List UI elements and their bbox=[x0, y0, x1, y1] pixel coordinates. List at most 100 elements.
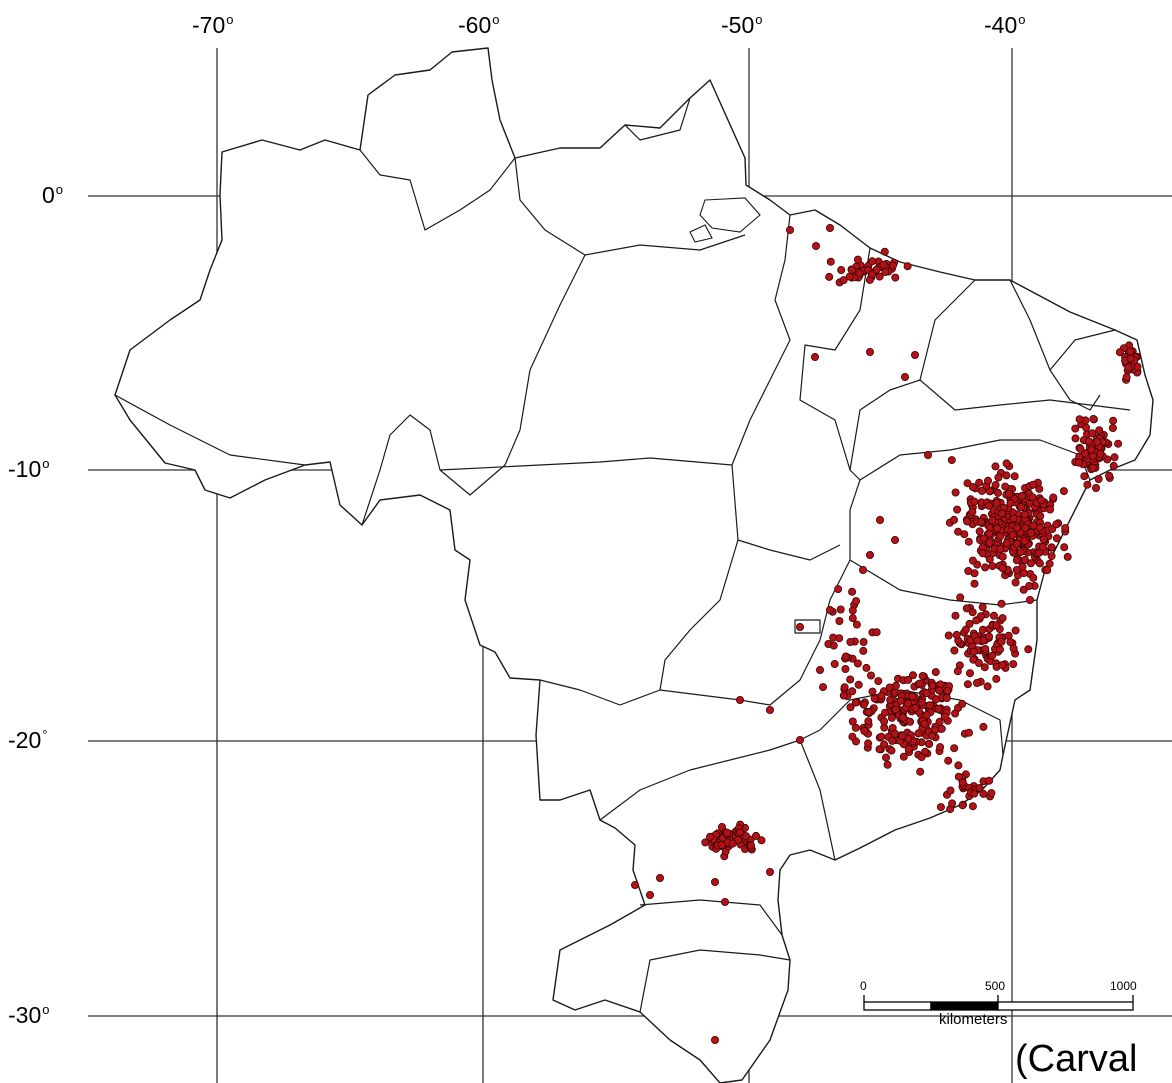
occurrence-point bbox=[829, 641, 838, 650]
occurrence-point bbox=[1124, 363, 1133, 372]
occurrence-point bbox=[1076, 444, 1085, 453]
occurrence-point bbox=[1001, 482, 1010, 491]
occurrence-point bbox=[825, 272, 834, 281]
state-border bbox=[849, 279, 976, 481]
occurrence-point bbox=[958, 778, 967, 787]
occurrence-point bbox=[970, 789, 979, 798]
occurrence-point bbox=[956, 593, 965, 602]
occurrence-point bbox=[1092, 483, 1101, 492]
occurrence-point bbox=[952, 630, 961, 639]
occurrence-point bbox=[925, 739, 934, 748]
occurrence-point bbox=[891, 705, 900, 714]
occurrence-point bbox=[977, 517, 986, 526]
state-border bbox=[659, 214, 791, 691]
occurrence-point bbox=[937, 724, 946, 733]
occurrence-point bbox=[968, 482, 977, 491]
country-outline bbox=[114, 47, 1154, 1083]
occurrence-point bbox=[834, 585, 843, 594]
occurrence-point bbox=[1006, 499, 1015, 508]
occurrence-point bbox=[1024, 645, 1033, 654]
occurrence-point bbox=[1019, 585, 1028, 594]
occurrence-point bbox=[706, 832, 715, 841]
occurrence-point bbox=[975, 527, 984, 536]
occurrence-point bbox=[984, 476, 993, 485]
occurrence-point bbox=[1029, 521, 1038, 530]
occurrence-point bbox=[1012, 556, 1021, 565]
state-border bbox=[539, 679, 661, 706]
occurrence-point bbox=[796, 623, 805, 632]
occurrence-point bbox=[985, 538, 994, 547]
occurrence-point bbox=[839, 276, 848, 285]
occurrence-point bbox=[997, 637, 1006, 646]
occurrence-point bbox=[757, 836, 766, 845]
coastal-islands bbox=[689, 197, 761, 243]
occurrence-point bbox=[887, 713, 896, 722]
occurrence-point bbox=[840, 683, 849, 692]
occurrence-point bbox=[1005, 489, 1014, 498]
state-border bbox=[799, 739, 836, 861]
occurrence-point bbox=[1020, 510, 1029, 519]
occurrence-point bbox=[819, 683, 828, 692]
occurrence-point bbox=[1021, 556, 1030, 565]
occurrence-point bbox=[646, 891, 655, 900]
state-border bbox=[439, 457, 733, 471]
occurrence-point bbox=[994, 488, 1003, 497]
occurrence-point bbox=[904, 744, 913, 753]
occurrence-point bbox=[721, 898, 730, 907]
occurrence-point bbox=[656, 874, 665, 883]
occurrence-point bbox=[906, 717, 915, 726]
occurrence-point bbox=[876, 516, 885, 525]
scale-tick-label-1000: 1000 bbox=[1110, 979, 1137, 993]
occurrence-point bbox=[970, 497, 979, 506]
lon-label-50: -50o bbox=[721, 12, 763, 38]
occurrence-point bbox=[1008, 531, 1017, 540]
occurrence-point bbox=[978, 549, 987, 558]
occurrence-point bbox=[1052, 534, 1061, 543]
occurrence-point bbox=[848, 265, 857, 274]
occurrence-point bbox=[1002, 539, 1011, 548]
occurrence-point bbox=[860, 726, 869, 735]
occurrence-point bbox=[1114, 439, 1123, 448]
occurrence-point bbox=[987, 789, 996, 798]
occurrence-point bbox=[998, 564, 1007, 573]
occurrence-point bbox=[903, 262, 912, 271]
occurrence-point bbox=[917, 753, 926, 762]
occurrence-point bbox=[943, 686, 952, 695]
state-border bbox=[624, 97, 691, 141]
lat-label-30: -30o bbox=[8, 1002, 50, 1028]
state-borders bbox=[114, 97, 1131, 1013]
occurrence-point bbox=[885, 683, 894, 692]
occurrence-point bbox=[836, 605, 845, 614]
occurrence-point bbox=[1017, 502, 1026, 511]
occurrence-point bbox=[904, 699, 913, 708]
occurrence-point bbox=[968, 507, 977, 516]
occurrence-point bbox=[866, 551, 875, 560]
occurrence-point bbox=[992, 674, 1001, 683]
occurrence-point bbox=[891, 536, 900, 545]
occurrence-point bbox=[954, 527, 963, 536]
occurrence-point bbox=[985, 529, 994, 538]
occurrence-point bbox=[936, 803, 945, 812]
occurrence-point bbox=[848, 687, 857, 696]
occurrence-point bbox=[918, 672, 927, 681]
occurrence-point bbox=[883, 760, 892, 769]
occurrence-point bbox=[826, 606, 835, 615]
occurrence-point bbox=[964, 537, 973, 546]
occurrence-point bbox=[962, 604, 971, 613]
occurrence-point bbox=[985, 776, 994, 785]
occurrence-point bbox=[991, 462, 1000, 471]
occurrence-point bbox=[845, 272, 854, 281]
occurrence-point bbox=[1035, 559, 1044, 568]
occurrence-point bbox=[841, 665, 850, 674]
occurrence-point bbox=[1115, 348, 1124, 357]
occurrence-point bbox=[968, 608, 977, 617]
occurrence-point bbox=[1035, 548, 1044, 557]
occurrence-point bbox=[1087, 445, 1096, 454]
scale-bar-segment-1 bbox=[863, 1001, 932, 1011]
occurrence-point bbox=[985, 555, 994, 564]
occurrence-point bbox=[864, 739, 873, 748]
occurrence-point bbox=[998, 614, 1007, 623]
occurrence-point bbox=[1009, 514, 1018, 523]
occurrence-point bbox=[1074, 458, 1083, 467]
occurrence-point bbox=[1083, 480, 1092, 489]
